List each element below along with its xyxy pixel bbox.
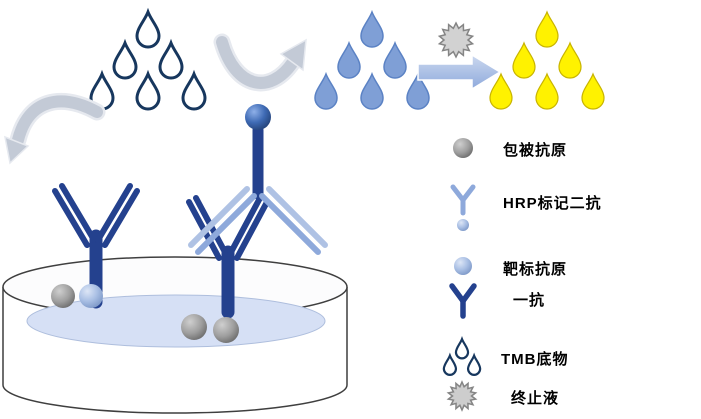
hrp-enzyme-sphere	[245, 104, 271, 130]
coated-antigen-sphere	[51, 284, 75, 308]
well-liquid	[26, 294, 326, 348]
legend-label-hrp-secondary: HRP标记二抗	[503, 195, 602, 212]
legend-label-primary-antibody: 一抗	[513, 292, 546, 309]
legend-label-target-antigen: 靶标抗原	[503, 261, 568, 278]
assay-well	[2, 256, 348, 414]
hrp-secondary-antibody	[188, 124, 328, 255]
primary-antibody-icon	[449, 283, 477, 319]
tmb-substrate-droplets	[89, 10, 207, 111]
substrate-add-arrow	[213, 33, 307, 92]
stop-solution-burst	[437, 21, 475, 59]
stop-solution-burst-icon	[446, 380, 478, 412]
hrp-secondary-antibody-icon	[450, 184, 476, 231]
tmb-substrate-droplets-icon	[442, 338, 482, 376]
reacted-substrate-droplets	[314, 11, 430, 110]
stop-reaction-arrow	[417, 53, 502, 91]
target-antigen-sphere	[79, 284, 103, 308]
legend-label-stop-solution: 终止液	[511, 390, 560, 407]
product-droplets-yellow	[489, 11, 605, 110]
legend-label-tmb-substrate: TMB底物	[501, 351, 569, 368]
legend-label-coated-antigen: 包被抗原	[503, 142, 568, 159]
coated-antigen-sphere	[181, 314, 207, 340]
coated-antigen-sphere	[213, 317, 239, 343]
target-antigen-sphere-icon	[454, 257, 472, 275]
detection-complex	[186, 104, 328, 319]
coated-antigen-sphere-icon	[453, 138, 473, 158]
wash-arrow	[4, 92, 106, 165]
